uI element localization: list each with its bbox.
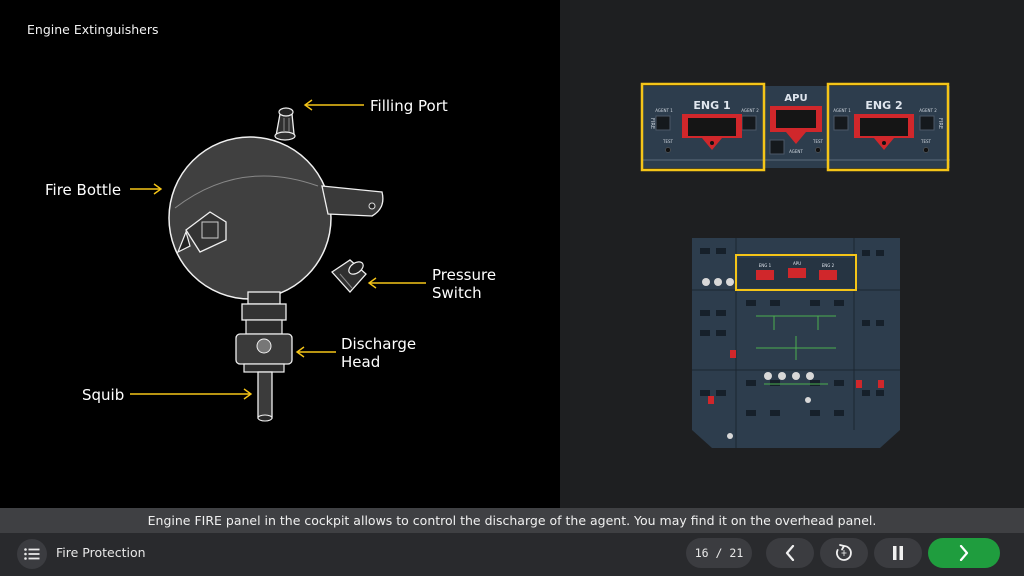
- eng2-test-button[interactable]: [923, 147, 929, 153]
- discharge-head-label-line2: Head: [341, 353, 381, 371]
- pressure-switch: [331, 259, 367, 293]
- discharge-head-label-line1: Discharge: [341, 335, 417, 353]
- page-current: 16: [694, 546, 709, 560]
- menu-button[interactable]: [17, 539, 47, 569]
- caption-bar: Engine FIRE panel in the cockpit allows …: [0, 508, 1024, 533]
- apu-agent-button[interactable]: [769, 139, 785, 155]
- next-button[interactable]: [928, 538, 1000, 568]
- fire-bottle-illustration: [130, 99, 426, 422]
- eng1-fire-vertical-label: FIRE: [649, 118, 655, 129]
- eng2-agent1-button[interactable]: [833, 115, 849, 131]
- page-separator: /: [715, 546, 723, 560]
- list-icon: [24, 548, 40, 560]
- callout-pointers: [130, 99, 426, 400]
- apu-test-button[interactable]: [815, 147, 821, 153]
- cockpit-pane: ENG 1 AGENT 1 AGENT 2 TEST FIRE APU AGEN…: [560, 0, 1024, 508]
- overhead-apu-label: APU: [793, 261, 801, 266]
- eng2-section: ENG 2 AGENT 1 AGENT 2 TEST FIRE: [833, 99, 943, 153]
- eng2-test-label: TEST: [920, 139, 932, 144]
- eng1-section: ENG 1 AGENT 1 AGENT 2 TEST FIRE: [649, 99, 759, 153]
- replay-button[interactable]: [820, 538, 868, 568]
- squib: [257, 371, 273, 422]
- pause-icon: [893, 546, 903, 560]
- apu-label: APU: [784, 93, 807, 104]
- apu-agent-label: AGENT: [789, 149, 803, 154]
- eng1-test-button[interactable]: [665, 147, 671, 153]
- pressure-switch-label-line2: Switch: [432, 284, 482, 302]
- engine-fire-panel: ENG 1 AGENT 1 AGENT 2 TEST FIRE APU AGEN…: [640, 82, 950, 172]
- page-total: 21: [729, 546, 744, 560]
- page-counter: 16 / 21: [686, 538, 752, 568]
- eng1-highlight-frame: [640, 82, 766, 172]
- bottom-toolbar: [0, 533, 1024, 576]
- mounting-bracket: [176, 211, 227, 254]
- previous-button[interactable]: [766, 538, 814, 568]
- eng1-agent1-label: AGENT 1: [655, 108, 673, 113]
- discharge-head: [235, 291, 293, 373]
- eng1-agent2-label: AGENT 2: [741, 108, 759, 113]
- chevron-right-icon: [959, 545, 969, 561]
- overhead-eng2-label: ENG 2: [822, 263, 835, 268]
- fire-bottle-sphere: [168, 136, 332, 300]
- eng1-test-label: TEST: [662, 139, 674, 144]
- fire-bottle-label: Fire Bottle: [45, 181, 122, 199]
- eng2-label: ENG 2: [865, 99, 902, 112]
- eng2-agent2-button[interactable]: [919, 115, 935, 131]
- overhead-eng1-label: ENG 1: [759, 263, 772, 268]
- illustration-pane: Engine Extinguishers: [0, 0, 560, 508]
- eng2-agent2-label: AGENT 2: [919, 108, 937, 113]
- pause-button[interactable]: [874, 538, 922, 568]
- filling-port: [274, 107, 296, 141]
- pressure-switch-label-line1: Pressure: [432, 266, 497, 284]
- squib-label: Squib: [82, 386, 125, 404]
- side-fitting: [321, 185, 384, 217]
- eng2-fire-vertical-label: FIRE: [937, 118, 943, 129]
- course-title: Fire Protection: [56, 545, 146, 560]
- eng2-highlight-frame: [826, 82, 950, 172]
- eng2-agent1-label: AGENT 1: [833, 108, 851, 113]
- overhead-fire-panel-highlight: ENG 1 APU ENG 2: [735, 254, 857, 291]
- eng1-agent2-button[interactable]: [741, 115, 757, 131]
- filling-port-label: Filling Port: [370, 97, 448, 115]
- overhead-panel-thumbnail: ENG 1 APU ENG 2: [692, 238, 900, 448]
- eng1-label: ENG 1: [693, 99, 730, 112]
- eng1-agent1-button[interactable]: [655, 115, 671, 131]
- slide-title: Engine Extinguishers: [27, 22, 159, 37]
- apu-test-label: TEST: [812, 139, 824, 144]
- chevron-left-icon: [785, 545, 795, 561]
- replay-icon: [836, 544, 852, 561]
- apu-section: APU AGENT TEST: [769, 93, 824, 155]
